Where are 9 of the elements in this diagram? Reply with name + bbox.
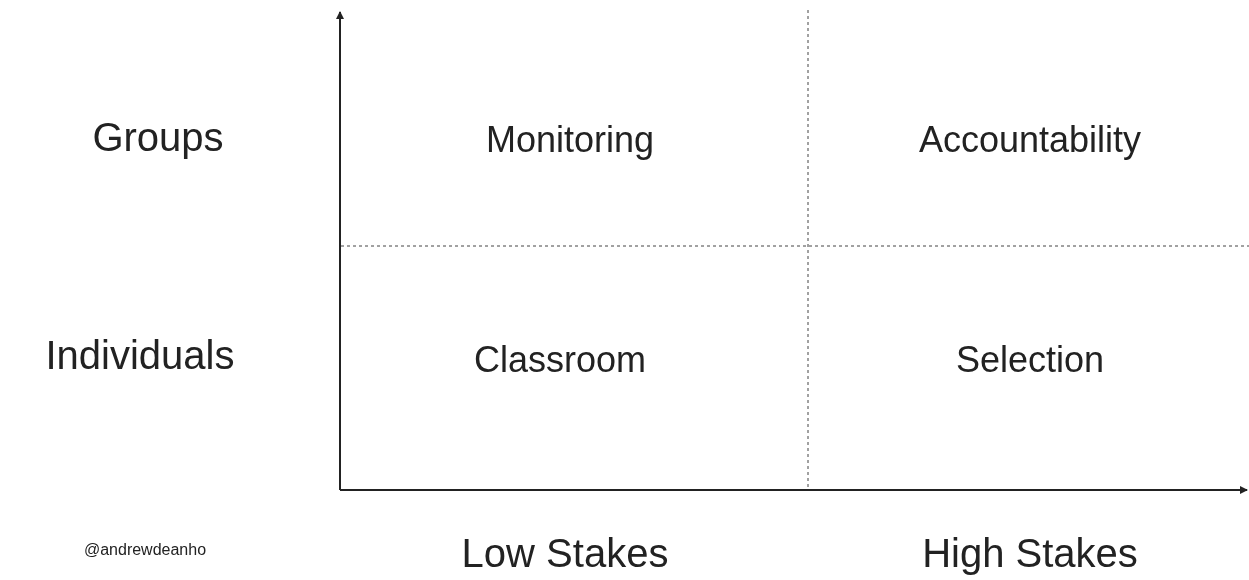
quadrant-label: Monitoring	[485, 120, 655, 160]
row-label: Groups	[92, 115, 224, 159]
credit-text: @andrewdeanho	[83, 541, 207, 559]
quadrant-label: Selection	[955, 340, 1105, 380]
row-label: Individuals	[45, 333, 235, 377]
column-label: Low Stakes	[461, 531, 669, 575]
quadrant-label: Classroom	[474, 340, 646, 380]
column-label: High Stakes	[922, 531, 1138, 575]
quadrant-label: Accountability	[918, 120, 1142, 160]
